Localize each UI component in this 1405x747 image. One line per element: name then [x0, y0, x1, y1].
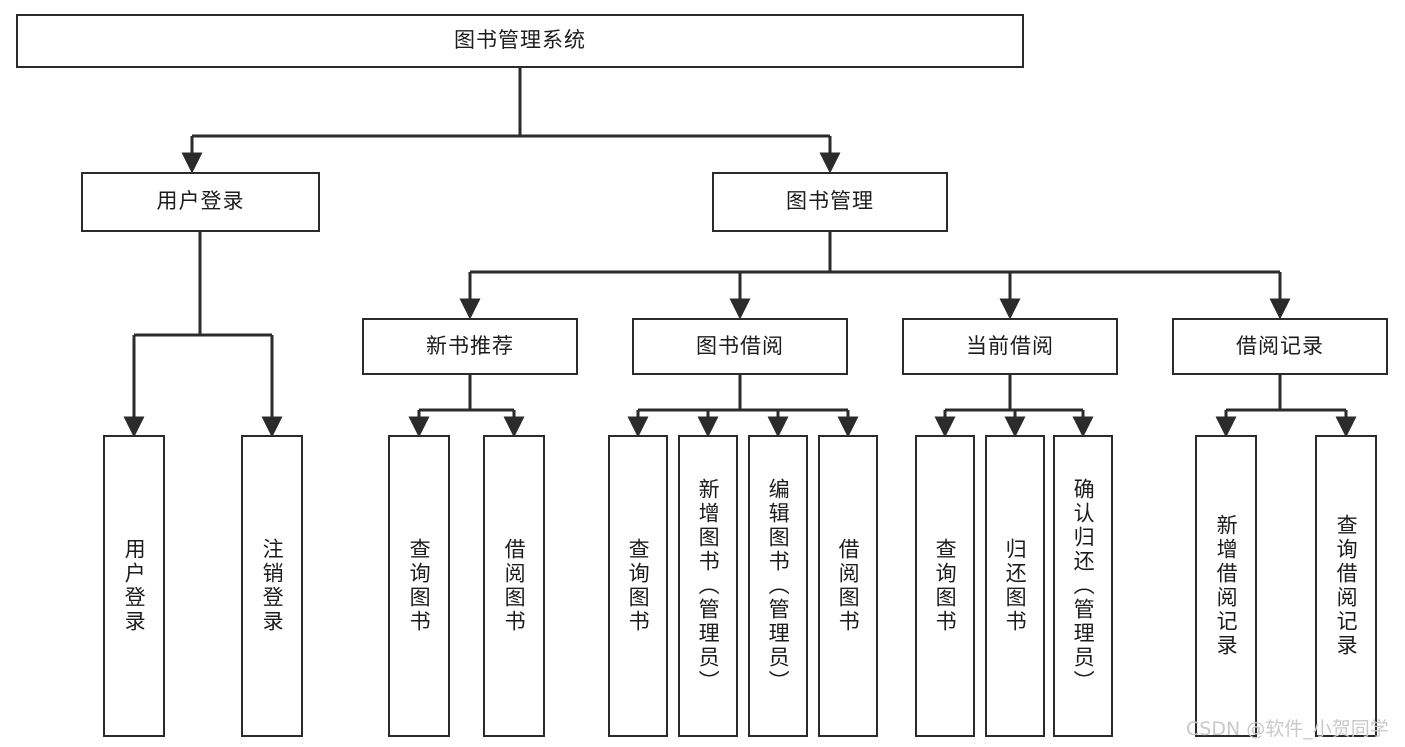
- node-root[interactable]: 图书管理系统: [16, 14, 1024, 68]
- node-new-book-rec-label: 新书推荐: [426, 333, 514, 358]
- node-borrow-record[interactable]: 借阅记录: [1172, 318, 1388, 375]
- node-borrow-record-label: 借阅记录: [1236, 333, 1324, 358]
- node-new-book-rec[interactable]: 新书推荐: [362, 318, 578, 375]
- node-leaf-borrow-book-2-label: 借阅图书: [836, 538, 861, 634]
- node-leaf-return-book-label: 归还图书: [1003, 538, 1028, 634]
- node-leaf-query-book-3[interactable]: 查询图书: [915, 435, 975, 737]
- node-leaf-borrow-book-1[interactable]: 借阅图书: [483, 435, 545, 737]
- edges-current-borrow-to-leaves: [934, 375, 1094, 438]
- watermark-text: CSDN @软件_小贺同学: [1186, 718, 1389, 740]
- edges-root-to-level2: [181, 68, 841, 174]
- node-leaf-user-login-label: 用户登录: [122, 538, 147, 634]
- node-leaf-query-book-3-label: 查询图书: [933, 538, 958, 634]
- node-leaf-add-book-label: 新增图书（管理员）: [696, 478, 721, 694]
- node-leaf-query-book-1-label: 查询图书: [407, 538, 432, 634]
- edges-book-manage-to-level3: [459, 232, 1291, 320]
- node-leaf-user-login[interactable]: 用户登录: [103, 435, 165, 737]
- node-leaf-query-book-2-label: 查询图书: [626, 538, 651, 634]
- edges-new-book-rec-to-leaves: [408, 375, 525, 438]
- node-leaf-add-record[interactable]: 新增借阅记录: [1195, 435, 1257, 737]
- node-leaf-query-record-label: 查询借阅记录: [1334, 514, 1359, 658]
- node-user-login[interactable]: 用户登录: [81, 172, 320, 232]
- edges-book-borrow-to-leaves: [627, 375, 859, 438]
- node-leaf-query-book-1[interactable]: 查询图书: [388, 435, 450, 737]
- node-leaf-borrow-book-2[interactable]: 借阅图书: [818, 435, 878, 737]
- node-leaf-borrow-book-1-label: 借阅图书: [502, 538, 527, 634]
- edges-borrow-record-to-leaves: [1215, 375, 1357, 438]
- node-user-login-label: 用户登录: [156, 189, 245, 214]
- node-book-borrow[interactable]: 图书借阅: [632, 318, 848, 375]
- node-leaf-add-book[interactable]: 新增图书（管理员）: [678, 435, 738, 737]
- node-leaf-query-record[interactable]: 查询借阅记录: [1315, 435, 1377, 737]
- edges-user-login-to-leaves: [123, 232, 283, 438]
- node-book-borrow-label: 图书借阅: [696, 333, 784, 358]
- node-leaf-return-book[interactable]: 归还图书: [985, 435, 1045, 737]
- node-book-manage-label: 图书管理: [786, 189, 874, 214]
- node-leaf-logout-label: 注销登录: [260, 538, 285, 634]
- node-root-label: 图书管理系统: [454, 28, 586, 53]
- node-current-borrow[interactable]: 当前借阅: [902, 318, 1118, 375]
- node-leaf-edit-book[interactable]: 编辑图书（管理员）: [748, 435, 808, 737]
- node-leaf-add-record-label: 新增借阅记录: [1214, 514, 1239, 658]
- node-current-borrow-label: 当前借阅: [966, 333, 1054, 358]
- node-leaf-edit-book-label: 编辑图书（管理员）: [766, 478, 791, 694]
- node-leaf-confirm-return-label: 确认归还（管理员）: [1071, 478, 1096, 694]
- node-leaf-query-book-2[interactable]: 查询图书: [608, 435, 668, 737]
- node-leaf-confirm-return[interactable]: 确认归还（管理员）: [1053, 435, 1113, 737]
- node-leaf-logout[interactable]: 注销登录: [241, 435, 303, 737]
- node-book-manage[interactable]: 图书管理: [712, 172, 948, 232]
